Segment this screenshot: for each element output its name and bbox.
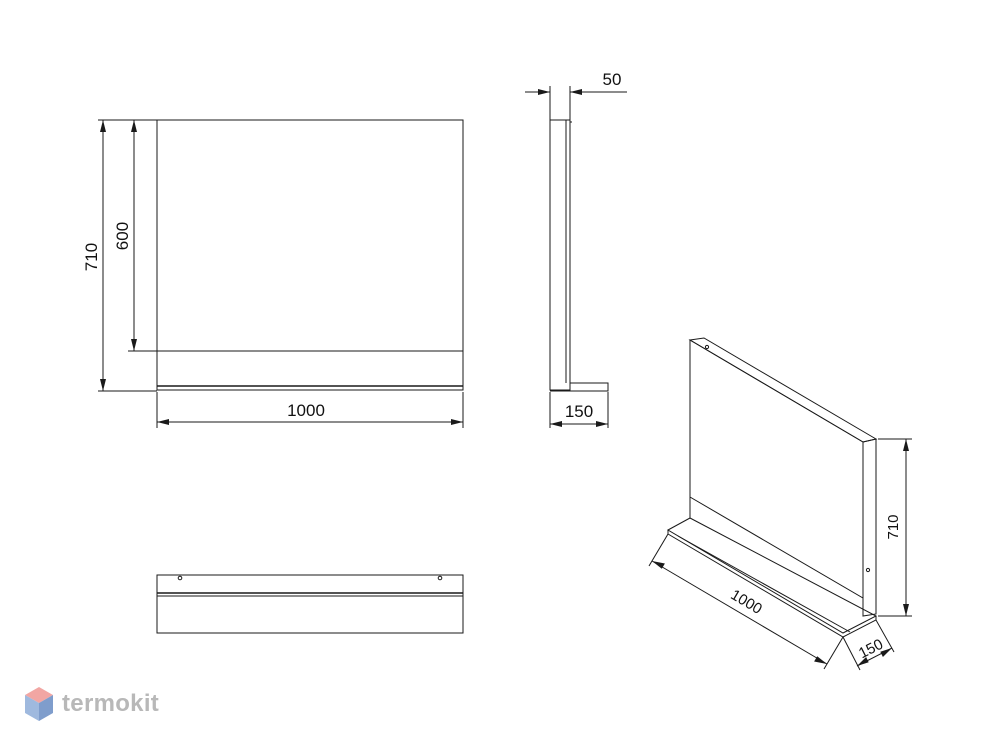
iso-panel-top-face bbox=[688, 337, 878, 443]
dim-label-front-1000: 1000 bbox=[287, 401, 325, 420]
dim-label-side-150: 150 bbox=[565, 402, 593, 421]
iso-shelf-top bbox=[666, 517, 878, 634]
top-view bbox=[156, 574, 464, 634]
cube-logo-icon bbox=[25, 687, 53, 721]
dim-label-iso-710: 710 bbox=[885, 514, 902, 539]
dim-label-iso-150: 150 bbox=[856, 636, 886, 663]
side-shelf-outline bbox=[550, 382, 609, 392]
side-view: 50 150 bbox=[525, 70, 627, 428]
iso-panel-side-face bbox=[862, 438, 877, 617]
brand-name: termokit bbox=[62, 690, 160, 717]
mount-hole bbox=[437, 575, 443, 581]
side-panel-outline bbox=[549, 119, 571, 391]
brand-logo: termokit bbox=[24, 684, 159, 724]
mount-hole bbox=[177, 575, 183, 581]
dim-line-iso-1000 bbox=[651, 560, 828, 665]
isometric-view: 710 1000 150 bbox=[648, 337, 912, 671]
front-view: 710 600 1000 bbox=[82, 119, 464, 428]
dim-label-front-710: 710 bbox=[82, 243, 101, 271]
top-view-outline bbox=[156, 574, 464, 634]
dim-label-side-50: 50 bbox=[603, 70, 622, 89]
front-panel-outline bbox=[156, 119, 464, 391]
iso-panel-front-face bbox=[689, 339, 864, 599]
dim-label-front-600: 600 bbox=[113, 222, 132, 250]
dim-label-iso-1000: 1000 bbox=[728, 586, 765, 618]
